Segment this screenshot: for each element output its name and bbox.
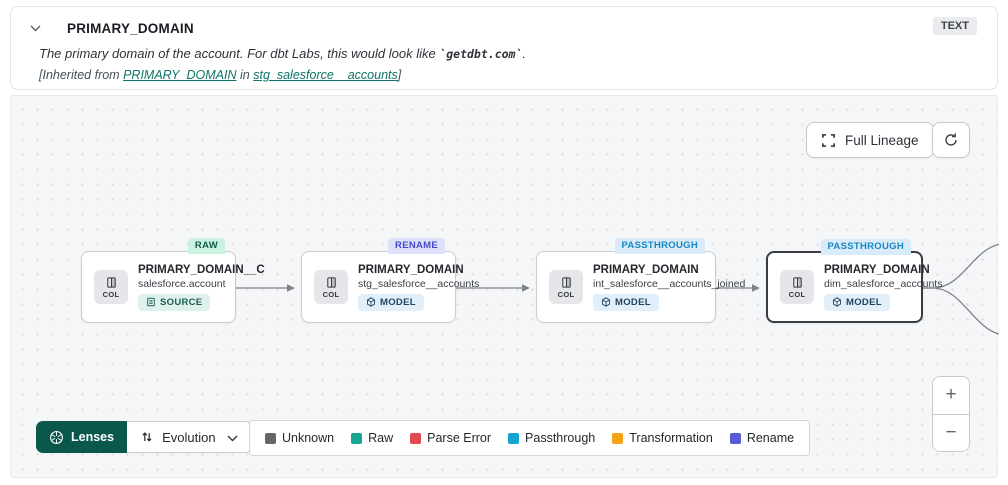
node-text: PRIMARY_DOMAIN int_salesforce__accounts_… [593, 263, 746, 311]
legend-swatch [729, 432, 741, 444]
column-chip: COL [549, 270, 583, 304]
collapse-chevron-down-icon[interactable] [25, 18, 45, 38]
node-column-name: PRIMARY_DOMAIN__C [138, 263, 265, 276]
model-cube-icon [367, 297, 375, 307]
lens-aperture-icon [50, 430, 63, 444]
legend-item: Unknown [265, 431, 334, 445]
evolution-legend: Unknown Raw Parse Error Passthrough Tran… [249, 420, 811, 456]
column-type-badge: TEXT [932, 17, 977, 35]
legend-swatch [410, 432, 422, 444]
legend-item: Transformation [612, 431, 713, 445]
full-lineage-label: Full Lineage [845, 132, 919, 148]
node-tag-label: MODEL [846, 296, 882, 308]
inherited-from-line: [Inherited from PRIMARY_DOMAIN in stg_sa… [39, 68, 979, 82]
column-chip: COL [314, 270, 348, 304]
refresh-icon [943, 132, 959, 148]
node-model-name: dim_salesforce_accounts [824, 277, 943, 290]
legend-swatch [265, 432, 276, 444]
description-text: The primary domain of the account. For d… [39, 46, 440, 61]
lenses-toolbar: Lenses Evolution [36, 421, 252, 453]
node-resource-tag: MODEL [358, 293, 424, 311]
evolution-badge: PASSTHROUGH [614, 238, 705, 254]
column-icon [106, 276, 116, 288]
node-column-name: PRIMARY_DOMAIN [593, 263, 699, 276]
legend-swatch [612, 432, 624, 444]
node-model-name: stg_salesforce__accounts [358, 277, 480, 290]
lineage-canvas[interactable]: Full Lineage RAW COL PRIMARY_DOMAIN__C s… [10, 95, 999, 478]
lenses-label: Lenses [71, 430, 115, 444]
lineage-node-stg[interactable]: RENAME COL PRIMARY_DOMAIN stg_salesforce… [301, 238, 480, 323]
evolution-badge: RENAME [388, 238, 445, 254]
expand-corners-icon [821, 133, 836, 148]
refresh-button[interactable] [932, 122, 970, 158]
column-icon [326, 276, 336, 288]
legend-item: Passthrough [508, 431, 595, 445]
model-cube-icon [833, 297, 841, 307]
legend-item: Raw [351, 431, 393, 445]
node-model-name: int_salesforce__accounts_joined [593, 277, 746, 290]
lineage-node-source[interactable]: RAW COL PRIMARY_DOMAIN__C salesforce.acc… [81, 238, 265, 323]
legend-label: Unknown [282, 431, 335, 445]
column-chip: COL [780, 270, 814, 304]
legend-swatch [508, 432, 520, 444]
lineage-node-int[interactable]: PASSTHROUGH COL PRIMARY_DOMAIN int_sales… [536, 238, 746, 323]
title-row: PRIMARY_DOMAIN TEXT [25, 17, 979, 39]
col-chip-label: COL [788, 289, 806, 299]
legend-label: Raw [368, 431, 394, 445]
node-tag-label: SOURCE [160, 296, 203, 308]
evolution-badge: RAW [187, 238, 225, 254]
column-icon [561, 276, 571, 288]
source-icon [147, 297, 155, 307]
col-chip-label: COL [557, 289, 575, 299]
legend-item: Parse Error [410, 431, 491, 445]
legend-swatch [351, 432, 363, 444]
node-column-name: PRIMARY_DOMAIN [358, 263, 464, 276]
legend-label: Passthrough [525, 431, 596, 445]
description-suffix: . [522, 46, 527, 61]
col-chip-label: COL [102, 289, 120, 299]
legend-label: Parse Error [427, 431, 492, 445]
legend-label: Transformation [629, 431, 713, 445]
node-text: PRIMARY_DOMAIN__C salesforce.account SOU… [138, 263, 265, 311]
inherited-model-link[interactable]: stg_salesforce__accounts [253, 68, 398, 82]
node-tag-label: MODEL [380, 296, 416, 308]
evolution-badge: PASSTHROUGH [820, 239, 911, 255]
node-text: PRIMARY_DOMAIN stg_salesforce__accounts … [358, 263, 480, 311]
evolution-swap-icon [142, 432, 152, 442]
description-code: `getdbt.com` [439, 47, 523, 61]
node-resource-tag: MODEL [593, 293, 659, 311]
inherited-middle: in [236, 68, 254, 82]
column-description: The primary domain of the account. For d… [39, 46, 979, 61]
inherited-column-link[interactable]: PRIMARY_DOMAIN [123, 68, 237, 82]
inherited-prefix: [Inherited from [39, 68, 124, 82]
chevron-down-icon [227, 430, 238, 445]
legend-label: Rename [746, 431, 795, 445]
zoom-controls: + − [932, 376, 970, 452]
column-icon [792, 276, 802, 288]
col-chip-label: COL [322, 289, 340, 299]
model-cube-icon [602, 297, 610, 307]
node-resource-tag: MODEL [824, 293, 890, 311]
node-resource-tag: SOURCE [138, 293, 211, 311]
zoom-out-button[interactable]: − [933, 414, 969, 451]
evolution-label: Evolution [162, 429, 216, 445]
column-details-panel: PRIMARY_DOMAIN TEXT The primary domain o… [10, 6, 998, 90]
inherited-suffix: ] [397, 68, 402, 82]
lenses-button[interactable]: Lenses [36, 421, 128, 453]
lineage-node-dim-selected[interactable]: PASSTHROUGH COL PRIMARY_DOMAIN dim_sales… [766, 239, 943, 323]
column-chip: COL [94, 270, 128, 304]
evolution-lens-dropdown[interactable]: Evolution [127, 421, 252, 453]
page-title: PRIMARY_DOMAIN [67, 20, 194, 36]
full-lineage-button[interactable]: Full Lineage [806, 122, 934, 158]
zoom-in-button[interactable]: + [933, 377, 969, 415]
node-model-name: salesforce.account [138, 277, 226, 290]
node-column-name: PRIMARY_DOMAIN [824, 263, 930, 276]
node-text: PRIMARY_DOMAIN dim_salesforce_accounts M… [824, 263, 943, 311]
legend-item: Rename [729, 431, 795, 445]
node-tag-label: MODEL [615, 296, 651, 308]
